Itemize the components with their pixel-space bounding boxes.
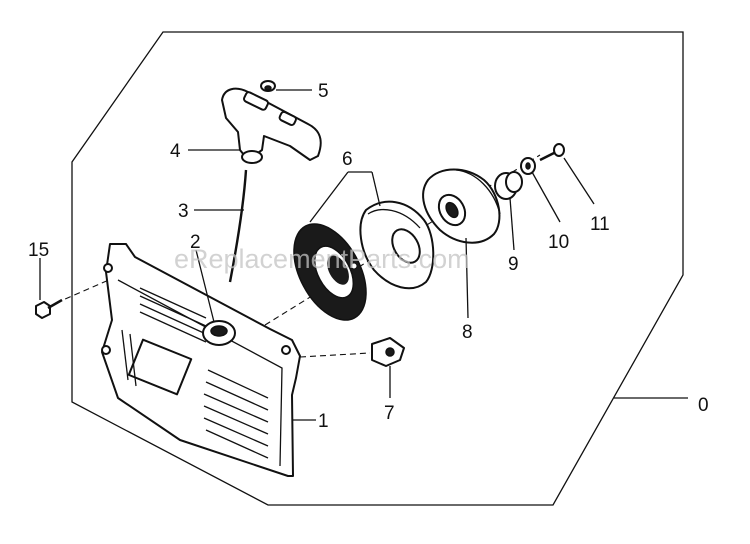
callout-6: 6 [342, 149, 353, 170]
starter-rope [228, 169, 248, 283]
watermark: eReplacementParts.com [174, 244, 470, 274]
callout-2: 2 [190, 232, 201, 253]
callout-0: 0 [698, 395, 709, 416]
collar [494, 171, 523, 200]
bolt-15 [35, 298, 63, 319]
rope-pulley [422, 168, 501, 244]
assembly-boundary [71, 31, 684, 506]
callout-7: 7 [384, 403, 395, 424]
callout-1: 1 [318, 411, 329, 432]
callout-10: 10 [548, 232, 569, 253]
callout-8: 8 [462, 322, 473, 343]
ratchet-pawl [371, 337, 405, 367]
starter-handle [221, 87, 322, 164]
axis-line-15 [55, 275, 119, 304]
callout-3: 3 [178, 201, 189, 222]
handle-plug [260, 80, 276, 92]
callout-11: 11 [590, 214, 610, 235]
vent-slats-top [139, 287, 207, 343]
callout-15: 15 [28, 240, 49, 261]
cover-window [127, 338, 193, 396]
callout-5: 5 [318, 81, 329, 102]
callout-4: 4 [170, 141, 181, 162]
vent-slats-left [121, 329, 137, 387]
recoil-spring [293, 223, 367, 321]
starter-cover [101, 243, 301, 477]
vent-slats-right [203, 369, 269, 459]
callout-9: 9 [508, 254, 519, 275]
rope-guide [202, 320, 236, 346]
leader-lines [39, 89, 688, 421]
screw-11 [539, 143, 565, 162]
axis-line-7 [299, 352, 371, 358]
spring-case [359, 200, 435, 290]
washer [520, 157, 536, 175]
